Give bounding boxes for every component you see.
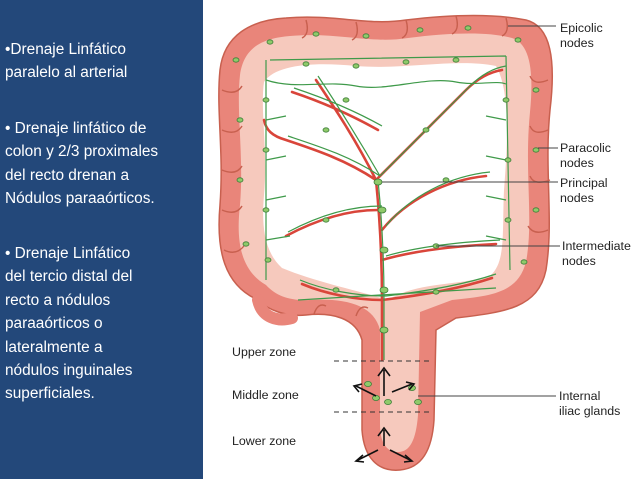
- lymph-node: [502, 97, 510, 103]
- lymph-node: [322, 217, 330, 223]
- lymph-node: [236, 177, 244, 183]
- lymph-node: [532, 207, 540, 213]
- label-paracolic-nodes: Paracolic nodes: [560, 141, 611, 170]
- label-lower-zone: Lower zone: [232, 434, 297, 448]
- label-intermediate-nodes: Intermediate nodes: [562, 239, 631, 268]
- lymphatic-drainage-diagram: [218, 14, 560, 471]
- lymph-node: [312, 31, 320, 37]
- lymph-node-iliac: [372, 394, 380, 401]
- lymph-node: [452, 57, 460, 63]
- lymph-node: [520, 259, 528, 265]
- lymph-node: [342, 97, 350, 103]
- lymph-node: [504, 157, 512, 163]
- lymph-node: [322, 127, 330, 133]
- appendix: [252, 294, 298, 326]
- label-principal-nodes: Principal nodes: [560, 176, 608, 205]
- lymph-node-principal: [379, 286, 389, 294]
- lymph-node-iliac: [414, 398, 422, 405]
- label-leaders: [382, 25, 560, 397]
- lymph-node: [532, 147, 540, 153]
- lymph-node-principal: [379, 326, 389, 334]
- lymph-node: [264, 257, 272, 263]
- lymph-node: [302, 61, 310, 67]
- lymph-node: [352, 63, 360, 69]
- lymph-node: [402, 59, 410, 65]
- lymph-node-principal: [379, 246, 389, 254]
- text-panel: •Drenaje Linfático paralelo al arterial …: [0, 0, 206, 479]
- zone-dividers: [334, 360, 432, 413]
- lymph-node: [362, 33, 370, 39]
- lymph-node: [514, 37, 522, 43]
- lymph-node: [242, 241, 250, 247]
- label-epicolic-nodes: Epicolic nodes: [560, 21, 603, 50]
- label-internal-iliac-glands: Internal iliac glands: [559, 389, 621, 418]
- lymph-node-iliac: [364, 380, 372, 387]
- lymph-node-iliac: [384, 398, 392, 405]
- bullet-colon-drainage: • Drenaje linfático de colon y 2/3 proxi…: [5, 120, 159, 208]
- lymph-node: [236, 117, 244, 123]
- panel-divider: [203, 0, 206, 479]
- lymph-node: [262, 207, 270, 213]
- lymph-node: [422, 127, 430, 133]
- lymph-node-principal: [373, 178, 383, 186]
- bullet-parallel-drainage: •Drenaje Linfático paralelo al arterial: [5, 41, 128, 82]
- label-middle-zone: Middle zone: [232, 388, 299, 402]
- bullet-distal-rectum-drainage: • Drenaje Linfático del tercio distal de…: [5, 245, 133, 403]
- lymph-node: [532, 87, 540, 93]
- lymph-node: [262, 147, 270, 153]
- lymph-node: [464, 25, 472, 31]
- lymph-node: [416, 27, 424, 33]
- lymph-node: [262, 97, 270, 103]
- drainage-arrows: [352, 366, 416, 463]
- lymph-node: [504, 217, 512, 223]
- lymph-node-principal: [377, 206, 387, 214]
- label-upper-zone: Upper zone: [232, 345, 297, 359]
- lymph-node: [232, 57, 240, 63]
- lymph-node: [266, 39, 274, 45]
- lymphatic-vessels: [265, 55, 511, 360]
- lymph-node: [432, 289, 440, 295]
- lymph-node: [332, 287, 340, 293]
